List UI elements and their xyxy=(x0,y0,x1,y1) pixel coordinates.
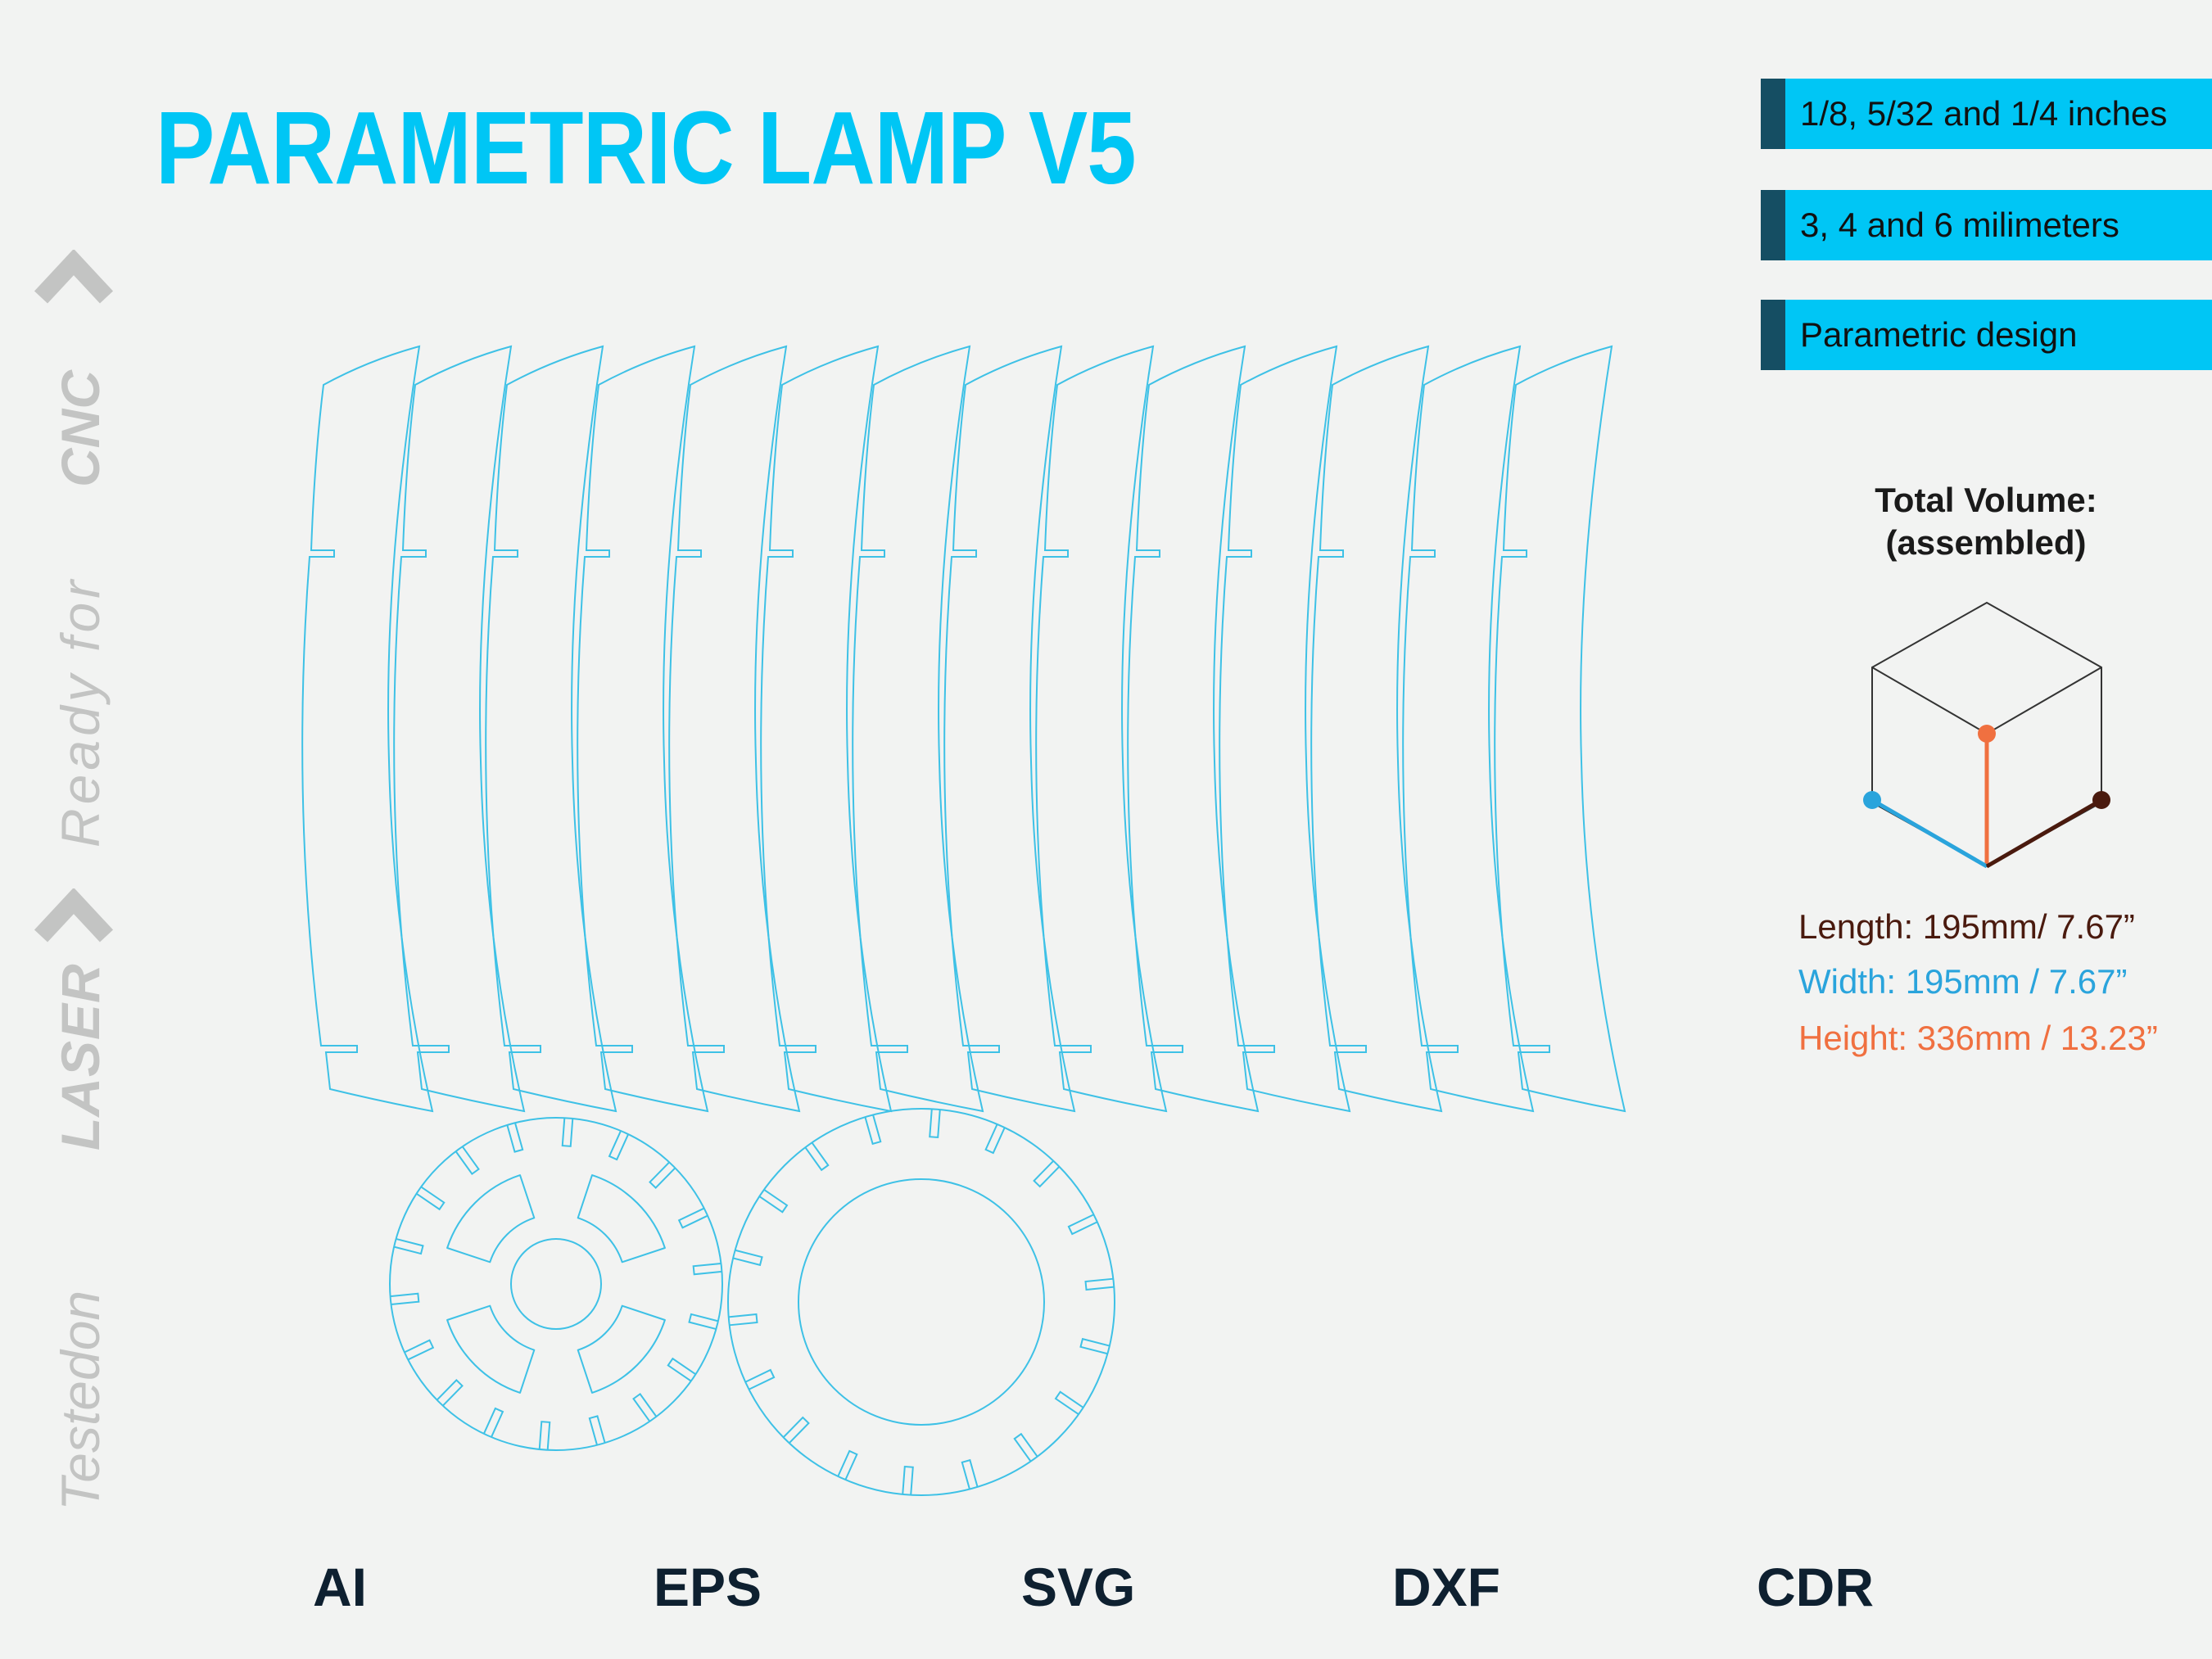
ring-slot xyxy=(1054,1390,1084,1416)
lamp-rib xyxy=(1310,345,1443,1113)
ring-slot xyxy=(667,1357,697,1382)
lamp-rib xyxy=(1035,345,1168,1113)
ring-slot xyxy=(688,1313,719,1331)
lamp-rib xyxy=(1494,345,1626,1113)
ring-slot xyxy=(984,1123,1006,1155)
ring-slot xyxy=(415,1186,446,1211)
ring-slot xyxy=(902,1465,914,1495)
width-value: Width: 195mm / 7.67” xyxy=(1798,962,2128,1001)
ring-slot xyxy=(804,1141,830,1172)
ring-slot xyxy=(455,1146,480,1176)
tag-inches: 1/8, 5/32 and 1/4 inches xyxy=(1761,79,2212,149)
length-axis xyxy=(1985,798,2103,869)
ring-slot xyxy=(929,1109,941,1139)
ring-slot xyxy=(1079,1337,1111,1355)
ring-slot xyxy=(692,1262,722,1276)
lamp-rib xyxy=(1219,345,1351,1113)
side-caption: Testedon LASER Ready for CNC xyxy=(34,168,123,1511)
format-dxf: DXF xyxy=(1392,1557,1500,1617)
base-center-hole xyxy=(510,1238,602,1330)
ring-slot xyxy=(1084,1277,1115,1291)
tag-millimeters: 3, 4 and 6 milimeters xyxy=(1761,190,2212,260)
chevron-right-icon xyxy=(34,250,114,304)
length-value: Length: 195mm/ 7.67” xyxy=(1798,907,2135,946)
ring-slot xyxy=(732,1249,763,1267)
page-title: PARAMETRIC LAMP V5 xyxy=(156,90,1137,206)
lamp-rib xyxy=(485,345,617,1113)
ring-slot xyxy=(538,1421,551,1450)
ring-slot xyxy=(482,1407,504,1438)
length-dot xyxy=(2092,791,2110,809)
ring-slot xyxy=(608,1130,630,1161)
lamp-rib xyxy=(1127,345,1260,1113)
ring-slot xyxy=(744,1368,776,1390)
lamp-rib xyxy=(943,345,1076,1113)
ring-slot xyxy=(632,1392,658,1422)
base-cutout xyxy=(577,1174,666,1263)
base-cutout xyxy=(446,1174,536,1263)
lamp-rib xyxy=(301,345,434,1113)
volume-title: Total Volume: xyxy=(1875,481,2097,519)
ring-slot xyxy=(677,1207,708,1229)
ring-slot xyxy=(390,1292,420,1306)
ring-slot xyxy=(404,1339,435,1361)
lamp-rib xyxy=(852,345,984,1113)
ring-slot xyxy=(588,1415,606,1446)
width-dot xyxy=(1863,791,1881,809)
ring-slot xyxy=(1033,1159,1061,1188)
ring-slot xyxy=(961,1458,979,1489)
base-disc xyxy=(389,1117,723,1451)
ring-slot xyxy=(393,1237,424,1255)
lamp-rib xyxy=(577,345,709,1113)
format-ai: AI xyxy=(313,1557,367,1617)
ring-slot xyxy=(1067,1214,1098,1236)
format-eps: EPS xyxy=(654,1557,762,1617)
ring-slot xyxy=(436,1378,464,1407)
chevron-right-icon xyxy=(34,888,114,943)
base-cutout xyxy=(577,1304,666,1394)
ring-slot xyxy=(837,1449,858,1480)
top-ring-opening xyxy=(798,1178,1045,1426)
ring-slot xyxy=(782,1416,810,1444)
lamp-rib xyxy=(760,345,893,1113)
lamp-rib xyxy=(393,345,526,1113)
ring-slot xyxy=(561,1118,574,1147)
lamp-rib xyxy=(668,345,801,1113)
ring-slot xyxy=(728,1313,758,1327)
ring-slot xyxy=(1013,1432,1038,1462)
height-dot xyxy=(1978,725,1996,743)
lamp-rib xyxy=(1402,345,1535,1113)
base-cutout xyxy=(446,1304,536,1394)
ring-slot xyxy=(649,1161,676,1190)
ring-slot xyxy=(864,1114,882,1146)
tag-parametric: Parametric design xyxy=(1761,300,2212,370)
format-cdr: CDR xyxy=(1757,1557,1874,1617)
volume-subtitle: (assembled) xyxy=(1885,523,2087,562)
ring-slot xyxy=(506,1122,524,1153)
width-axis xyxy=(1870,798,1988,869)
ring-slot xyxy=(758,1188,789,1214)
top-ring xyxy=(727,1108,1115,1496)
height-value: Height: 336mm / 13.23” xyxy=(1798,1019,2158,1057)
format-svg: SVG xyxy=(1021,1557,1136,1617)
